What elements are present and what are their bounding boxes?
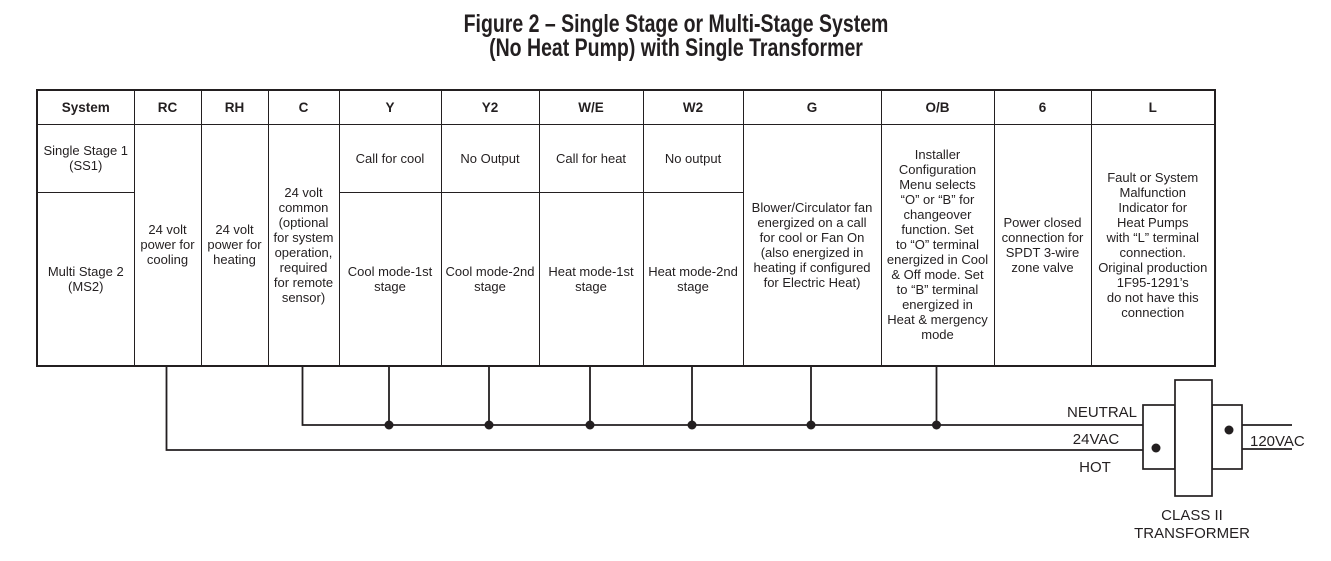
figure-title: Figure 2 – Single Stage or Multi-Stage S… (177, 10, 1175, 62)
24vac-label: 24VAC (1073, 431, 1120, 448)
cell-ob: Installer Configuration Menu selects “O”… (880, 123, 995, 367)
junction-dot-ob (932, 420, 941, 430)
cell-rc: 24 volt power for cooling (133, 123, 202, 367)
cell-multi-stage-system: Multi Stage 2 (MS2) (36, 191, 135, 367)
header-c: C (267, 89, 340, 125)
junction-dot-y (384, 420, 394, 430)
header-we: W/E (538, 89, 644, 125)
cell-multi-stage-w2: Heat mode-2nd stage (642, 191, 744, 367)
figure-title-line1: Figure 2 – Single Stage or Multi-Stage S… (463, 10, 889, 38)
junction-dot-w2 (687, 420, 697, 430)
cell-rh: 24 volt power for heating (200, 123, 269, 367)
multi-stage-row: Multi Stage 2 (MS2) Cool mode-1st stage … (36, 191, 1215, 367)
transformer-label-line1: CLASS II (1161, 507, 1223, 524)
header-rc: RC (133, 89, 202, 125)
cell-g: Blower/Circulator fan energized on a cal… (742, 123, 882, 367)
cell-c: 24 volt common (optional for system oper… (267, 123, 340, 367)
single-stage-row: Single Stage 1 (SS1) 24 volt power for c… (36, 123, 1216, 367)
header-system: System (36, 89, 135, 125)
figure-title-line2: (No Heat Pump) with Single Transformer (489, 34, 863, 62)
transformer-core (1174, 379, 1213, 497)
transformer-secondary-box (1142, 404, 1176, 470)
cell-l: Fault or System Malfunction Indicator fo… (1090, 123, 1216, 367)
transformer-secondary-dot (1151, 443, 1161, 453)
terminal-function-table: System RC RH C Y Y2 W/E W2 G O/B 6 L Sin… (36, 89, 1216, 367)
transformer-primary-box (1211, 404, 1243, 470)
transformer-primary-dot (1224, 425, 1234, 435)
cell-single-stage-y2: No Output (440, 123, 540, 193)
cell-multi-stage-we: Heat mode-1st stage (538, 191, 644, 367)
hot-wire-from-rc (165, 367, 1143, 451)
cell-single-stage-y: Call for cool (338, 123, 442, 193)
junction-dot-y2 (484, 420, 494, 430)
120vac-label: 120VAC (1250, 433, 1305, 450)
cell-multi-stage-y: Cool mode-1st stage (338, 191, 442, 367)
hot-label: HOT (1079, 459, 1111, 476)
junction-dot-g (806, 420, 816, 430)
transformer-label-line2: TRANSFORMER (1134, 525, 1250, 542)
cell-multi-stage-y2: Cool mode-2nd stage (440, 191, 540, 367)
neutral-wire-from-c (301, 367, 1143, 426)
cell-6: Power closed connection for SPDT 3-wire … (993, 123, 1092, 367)
junction-dot-we (585, 420, 595, 430)
neutral-label: NEUTRAL (1067, 404, 1137, 421)
